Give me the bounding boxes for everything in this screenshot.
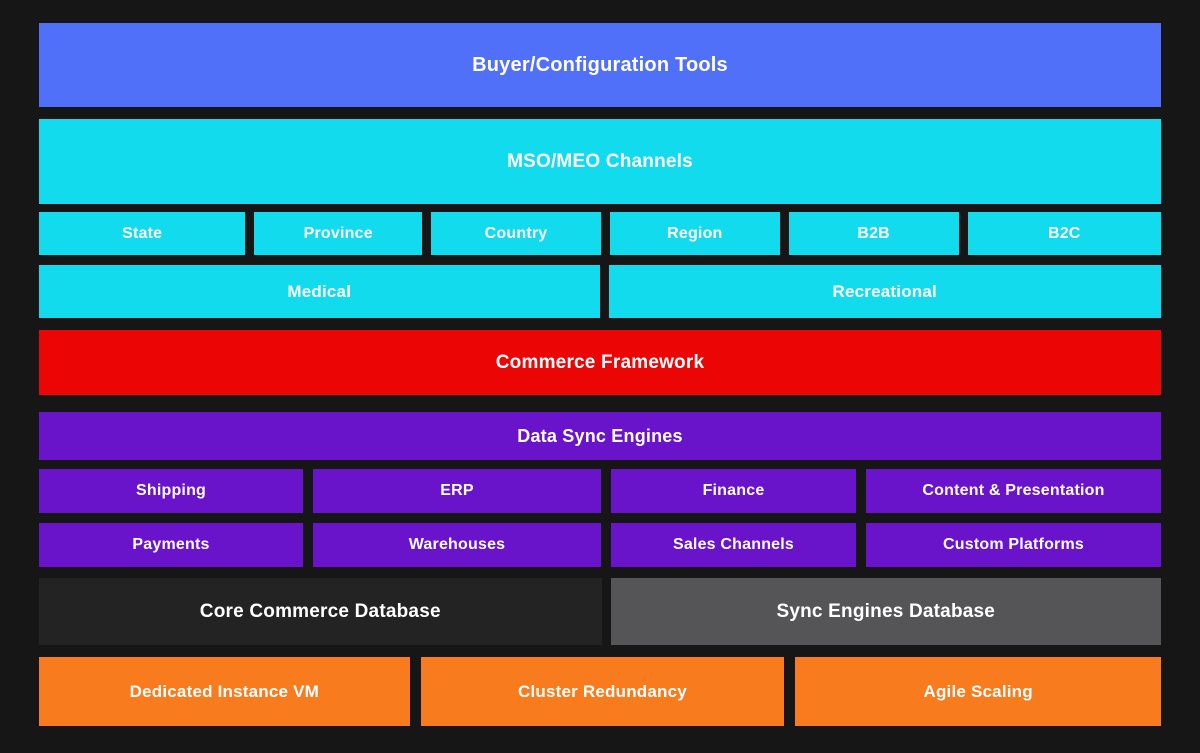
core-commerce-database-block: Core Commerce Database — [39, 578, 602, 645]
integration-payments-block: Payments — [39, 523, 303, 567]
layer-buyer-tools: Buyer/Configuration Tools — [39, 23, 1161, 107]
market-recreational-block: Recreational — [608, 265, 1161, 318]
integration-warehouses-block: Warehouses — [313, 523, 601, 567]
buyer-configuration-tools-block: Buyer/Configuration Tools — [39, 23, 1161, 107]
market-medical-block: Medical — [39, 265, 600, 318]
mso-meo-channels-block: MSO/MEO Channels — [39, 119, 1161, 204]
layer-infrastructure: Dedicated Instance VM Cluster Redundancy… — [39, 657, 1161, 726]
data-sync-engines-block: Data Sync Engines — [39, 412, 1161, 460]
integration-content-presentation-block: Content & Presentation — [866, 469, 1161, 513]
layer-commerce-framework: Commerce Framework — [39, 330, 1161, 395]
integration-shipping-block: Shipping — [39, 469, 303, 513]
cluster-redundancy-block: Cluster Redundancy — [420, 657, 785, 726]
integration-finance-block: Finance — [611, 469, 856, 513]
layer-channel-jurisdictions: State Province Country Region B2B B2C — [39, 212, 1161, 255]
layer-channel-markets: Medical Recreational — [39, 265, 1161, 318]
sync-engines-database-block: Sync Engines Database — [610, 578, 1161, 645]
layer-databases: Core Commerce Database Sync Engines Data… — [39, 578, 1161, 645]
channel-state-block: State — [39, 212, 246, 255]
integration-sales-channels-block: Sales Channels — [611, 523, 856, 567]
layer-channels-header: MSO/MEO Channels — [39, 119, 1161, 204]
channel-region-block: Region — [609, 212, 780, 255]
layer-integrations-row1: Shipping ERP Finance Content & Presentat… — [39, 469, 1161, 513]
agile-scaling-block: Agile Scaling — [795, 657, 1161, 726]
channel-country-block: Country — [431, 212, 601, 255]
commerce-framework-block: Commerce Framework — [39, 330, 1161, 395]
channel-province-block: Province — [254, 212, 423, 255]
layer-data-sync-header: Data Sync Engines — [39, 412, 1161, 460]
channel-b2b-block: B2B — [788, 212, 959, 255]
dedicated-instance-vm-block: Dedicated Instance VM — [39, 657, 410, 726]
layer-integrations-row2: Payments Warehouses Sales Channels Custo… — [39, 523, 1161, 567]
integration-erp-block: ERP — [313, 469, 601, 513]
channel-b2c-block: B2C — [967, 212, 1161, 255]
integration-custom-platforms-block: Custom Platforms — [866, 523, 1161, 567]
